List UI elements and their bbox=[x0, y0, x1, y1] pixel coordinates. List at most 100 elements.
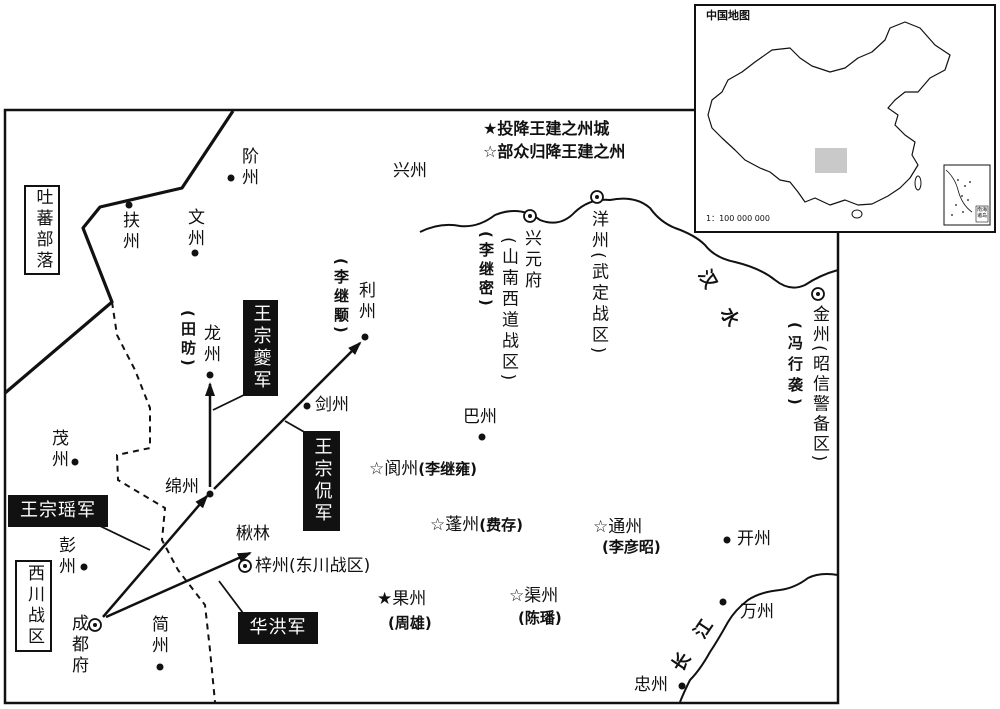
tubo-border-line bbox=[3, 110, 235, 395]
place-name: 果州 bbox=[392, 589, 427, 609]
place-pengzhou: 彭州 bbox=[55, 536, 75, 578]
city-dot-icon bbox=[191, 249, 199, 257]
star-outline-icon: ☆ bbox=[430, 515, 446, 535]
place-name: 阆州 bbox=[384, 459, 419, 479]
callout-line-hua-hong bbox=[218, 580, 244, 614]
legend-surrendered-city: ★投降王建之州城 bbox=[483, 119, 610, 138]
south-sea-islands-label: 南海诸岛 bbox=[976, 207, 987, 219]
place-name: 梓州 bbox=[255, 556, 289, 576]
capital-marker-icon bbox=[811, 287, 825, 301]
place-holder: (费存) bbox=[479, 516, 523, 534]
place-name: 通州 bbox=[608, 517, 643, 537]
south-sea-coastline bbox=[945, 169, 973, 213]
army-label-text: 华洪军 bbox=[249, 617, 307, 638]
place-langzhou: ☆阆州(李继雍) bbox=[369, 461, 477, 478]
china-inset-map bbox=[694, 4, 996, 233]
region-xingyuanfu: (山南西道战区) bbox=[498, 237, 518, 385]
place-jinzhou: 金州(昭信警备区) bbox=[809, 305, 829, 464]
city-dot-icon bbox=[361, 333, 369, 341]
legend-followers-surrendered: ☆部众归降王建之州 bbox=[483, 142, 626, 161]
place-chengdufu: 成都府 bbox=[68, 614, 88, 677]
city-dot-icon bbox=[206, 490, 214, 498]
region-box-xichuan: 西川战区 bbox=[15, 560, 52, 652]
city-dot-icon bbox=[719, 598, 727, 606]
holder-guozhou: (周雄) bbox=[388, 614, 432, 632]
region-box-tubo: 吐蕃部落 bbox=[24, 185, 60, 275]
arrow-chengdu-to-mianzhou bbox=[102, 494, 209, 618]
place-wenzhou: 文州 bbox=[184, 208, 204, 250]
place-zhongzhou: 忠州 bbox=[634, 675, 668, 695]
star-outline-icon: ☆ bbox=[593, 517, 609, 537]
place-region: (武定战区) bbox=[588, 252, 608, 358]
place-bazhou: 巴州 bbox=[463, 407, 497, 427]
place-pengzhou-feng: ☆蓬州(费存) bbox=[430, 517, 523, 534]
place-zizhou: 梓州(东川战区) bbox=[255, 558, 370, 575]
place-lizhou: 利州 bbox=[355, 281, 375, 323]
city-dot-icon bbox=[125, 201, 133, 209]
place-guozhou: ★果州 bbox=[377, 591, 426, 608]
inset-scale: 1：100 000 000 bbox=[706, 214, 770, 223]
army-label-wang-zongkan: 王宗侃军 bbox=[303, 431, 340, 531]
city-dot-icon bbox=[303, 402, 311, 410]
place-name: 金州 bbox=[809, 305, 829, 345]
inset-study-area-highlight bbox=[815, 148, 847, 173]
holder-jinzhou: (冯行袭) bbox=[786, 322, 804, 411]
star-outline-icon: ☆ bbox=[369, 459, 385, 479]
army-label-text: 王宗侃军 bbox=[311, 437, 333, 525]
star-outline-icon: ☆ bbox=[509, 586, 525, 606]
capital-marker-icon bbox=[523, 209, 537, 223]
place-mianzhou: 绵州 bbox=[165, 477, 199, 497]
arrow-mianzhou-to-lizhou bbox=[213, 341, 362, 490]
place-jianzhou-sword: 剑州 bbox=[315, 395, 349, 415]
holder-xingyuanfu: (李继密) bbox=[477, 231, 495, 310]
place-holder: (李继雍) bbox=[418, 460, 477, 478]
place-jiezhou: 阶州 bbox=[238, 147, 258, 189]
taiwan-island bbox=[914, 175, 922, 191]
city-dot-icon bbox=[206, 371, 214, 379]
city-dot-icon bbox=[478, 433, 486, 441]
china-outline bbox=[707, 21, 951, 206]
place-yangzhou: 洋州(武定战区) bbox=[588, 210, 608, 358]
holder-tongzhou: (李彦昭) bbox=[602, 538, 661, 556]
place-xingzhou: 兴州 bbox=[393, 161, 427, 181]
holder-quzhou: (陈璠) bbox=[518, 609, 562, 627]
city-dot-icon bbox=[80, 563, 88, 571]
army-label-text: 王宗夔军 bbox=[250, 304, 272, 392]
region-label: 吐蕃部落 bbox=[32, 188, 53, 272]
callout-line-wang-zongyao bbox=[99, 525, 151, 551]
place-qiulin: 楸林 bbox=[236, 524, 270, 544]
place-quzhou: ☆渠州 bbox=[509, 588, 558, 605]
region-label: 西川战区 bbox=[24, 564, 44, 648]
han-river-line bbox=[419, 197, 839, 289]
south-sea-label-box bbox=[975, 205, 989, 223]
place-name: 渠州 bbox=[524, 586, 559, 606]
army-label-hua-hong: 华洪军 bbox=[238, 612, 318, 644]
place-name: 蓬州 bbox=[445, 515, 480, 535]
army-label-text: 王宗瑶军 bbox=[20, 500, 96, 521]
capital-marker-icon bbox=[238, 559, 252, 573]
city-dot-icon bbox=[678, 682, 686, 690]
capital-marker-icon bbox=[590, 190, 604, 204]
city-dot-icon bbox=[227, 174, 235, 182]
city-dot-icon bbox=[156, 663, 164, 671]
yangtze-river-line bbox=[679, 573, 839, 703]
place-kaizhou: 开州 bbox=[737, 529, 771, 549]
map-frame bbox=[3, 108, 840, 705]
place-jianzhou: 简州 bbox=[148, 615, 168, 657]
army-label-wang-zongkui: 王宗夔军 bbox=[243, 300, 278, 396]
dashed-boundary-line bbox=[111, 301, 216, 703]
place-region: (东川战区) bbox=[289, 556, 371, 576]
place-wanzhou: 万州 bbox=[740, 602, 774, 622]
place-xingyuanfu: 兴元府 bbox=[521, 229, 541, 292]
holder-longzhou: (田昉) bbox=[179, 310, 197, 370]
city-dot-icon bbox=[71, 458, 79, 466]
holder-lizhou: (李继颙) bbox=[332, 258, 350, 337]
place-name: 洋州 bbox=[588, 210, 608, 252]
place-fuzhou: 扶州 bbox=[119, 211, 139, 253]
hainan-island bbox=[851, 209, 863, 219]
callout-line-wang-zongkui bbox=[212, 392, 249, 411]
callout-line-wang-zongkan bbox=[284, 420, 307, 434]
capital-marker-icon bbox=[88, 618, 102, 632]
